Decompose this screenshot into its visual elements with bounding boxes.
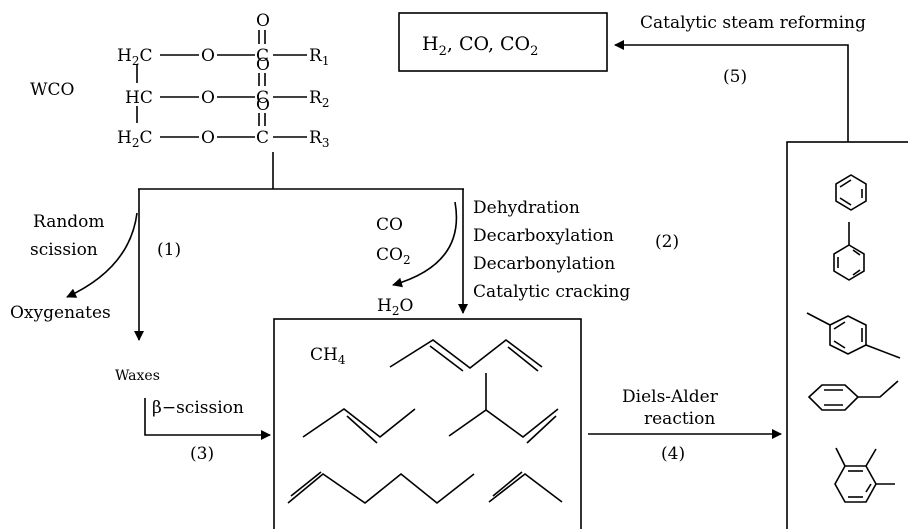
arrow-to-byproducts <box>392 201 458 288</box>
xylene-methyl <box>806 312 831 326</box>
pentadiene-double-bond <box>429 345 464 372</box>
row3-oxygen: O <box>201 128 215 148</box>
steam-reforming-label: Catalytic steam reforming <box>640 13 866 33</box>
row3-carbonyl-oxygen: O <box>256 95 270 115</box>
tmb-methyl <box>865 448 877 467</box>
h2o-label: H2O <box>377 296 413 318</box>
step-4-label: (4) <box>661 444 685 464</box>
random-label: Random <box>33 212 105 232</box>
arrow-to-oxygenates <box>66 212 138 298</box>
pentadiene-structure <box>389 338 543 372</box>
catalytic-cracking-label: Catalytic cracking <box>473 282 630 302</box>
gas-box-frame <box>398 12 608 72</box>
step-1-label: (1) <box>157 240 181 260</box>
row1-carbonyl-oxygen: O <box>256 11 270 31</box>
propene-structure <box>488 471 563 503</box>
row3-r-group: R3 <box>309 128 329 150</box>
aromatics-box-frame <box>786 141 908 529</box>
toluene-inner-bond <box>852 269 861 276</box>
waxes-label: Waxes <box>115 368 160 384</box>
beta-scission-label: β−scission <box>152 398 244 418</box>
hexene-double-bond <box>290 471 322 497</box>
gas-products-label: H2, CO, CO2 <box>422 33 538 59</box>
methane-label: CH4 <box>310 345 346 367</box>
benzene-structure <box>835 174 867 211</box>
row2-carbonyl-carbon: C <box>256 88 269 108</box>
benzene-inner-bond <box>839 179 852 188</box>
benzene-ring <box>835 174 867 211</box>
row1-carbonyl-carbon: C <box>256 46 269 66</box>
co2-label: CO2 <box>376 245 411 267</box>
pentadiene-chain <box>389 338 543 370</box>
methylbutene-chain <box>448 408 559 439</box>
row1-carbon: H2C <box>117 46 152 68</box>
ethylbenzene-structure <box>807 380 899 411</box>
row2-carbon: HC <box>125 88 153 108</box>
decarboxylation-label: Decarboxylation <box>473 226 614 246</box>
toluene-inner-bond <box>852 249 861 256</box>
reaction-label: reaction <box>644 409 715 429</box>
row3-carbon: H2C <box>117 128 152 150</box>
wco-label: WCO <box>30 80 74 100</box>
xylene-inner-bond <box>833 321 846 330</box>
oxygenates-label: Oxygenates <box>10 303 111 323</box>
decarbonylation-label: Decarbonylation <box>473 254 615 274</box>
trimethylbenzene-structure <box>834 447 895 503</box>
ethylbenzene-ethyl <box>858 380 899 398</box>
row2-carbonyl-oxygen: O <box>256 55 270 75</box>
row3-carbonyl-carbon: C <box>256 128 269 148</box>
arrow-steam-reforming <box>614 40 849 142</box>
butene-chain <box>302 408 416 439</box>
dehydration-label: Dehydration <box>473 198 580 218</box>
propene-chain <box>488 472 563 503</box>
tmb-inner-bond <box>865 483 872 493</box>
row2-r-group: R2 <box>309 88 329 110</box>
toluene-structure <box>833 222 865 281</box>
propene-double-bond <box>492 471 523 497</box>
p-xylene-structure <box>806 312 901 359</box>
pentadiene-double-bond <box>507 346 539 372</box>
benzene-inner-bond <box>839 197 852 206</box>
wco-structure: WCO H2C O C O R1 HC O C O R2 H2C O C O R… <box>30 11 329 150</box>
step-2-label: (2) <box>655 232 679 252</box>
tmb-methyl <box>835 447 846 467</box>
gas-products-box: H2, CO, CO2 <box>398 12 608 72</box>
step-5-label: (5) <box>723 67 747 87</box>
hexene-chain <box>287 472 475 505</box>
methylbutene-structure <box>448 373 559 444</box>
hexene-structure <box>287 471 475 505</box>
butene-double-bond <box>346 415 378 444</box>
olefins-box-frame <box>273 318 582 529</box>
xylene-methyl <box>865 344 901 359</box>
row1-r-group: R1 <box>309 46 329 68</box>
olefins-box: CH4 <box>273 318 582 529</box>
split-connectors <box>66 40 849 440</box>
scission-label: scission <box>30 240 98 260</box>
co-label: CO <box>376 215 403 235</box>
toluene-ring <box>833 244 865 281</box>
butene-structure <box>302 408 416 444</box>
arrow-waxes-to-olefins <box>144 398 271 440</box>
row1-oxygen: O <box>201 46 215 66</box>
aromatics-box <box>786 141 908 529</box>
step-3-label: (3) <box>190 444 214 464</box>
methylbutene-double-bond <box>526 415 557 444</box>
row2-oxygen: O <box>201 88 215 108</box>
xylene-inner-bond <box>833 340 846 349</box>
diels-alder-label: Diels-Alder <box>622 387 719 407</box>
